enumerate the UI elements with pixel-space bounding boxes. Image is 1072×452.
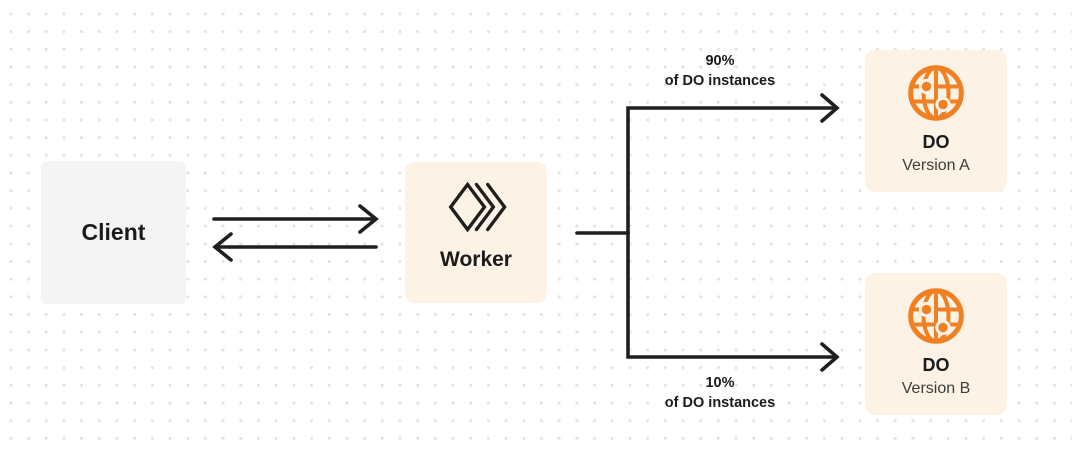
do-version-a-node: DO Version A	[865, 50, 1007, 192]
branch-b-caption: of DO instances	[664, 395, 776, 411]
client-label: Client	[81, 219, 146, 245]
branch-a-percent: 90%	[705, 53, 735, 69]
worker-client-response-arrow	[212, 232, 378, 262]
worker-node: Worker	[405, 162, 547, 303]
client-node: Client	[41, 161, 186, 304]
branch-a-caption: of DO instances	[664, 73, 776, 89]
worker-label: Worker	[440, 248, 512, 271]
globe-icon	[906, 286, 966, 346]
branch-b-label: 10% of DO instances	[620, 373, 820, 413]
branch-a-label: 90% of DO instances	[620, 51, 820, 91]
do-b-subtitle: Version B	[901, 380, 971, 397]
do-b-title: DO	[922, 355, 950, 375]
client-worker-request-arrow	[212, 204, 379, 234]
do-a-title: DO	[922, 132, 950, 152]
branch-b-percent: 10%	[705, 375, 735, 391]
globe-icon	[906, 63, 966, 123]
branch-to-version-a-arrow	[626, 93, 840, 235]
do-version-b-node: DO Version B	[865, 273, 1007, 415]
branch-to-version-b-arrow	[626, 231, 840, 372]
do-a-subtitle: Version A	[902, 157, 970, 174]
workers-icon	[445, 177, 507, 237]
